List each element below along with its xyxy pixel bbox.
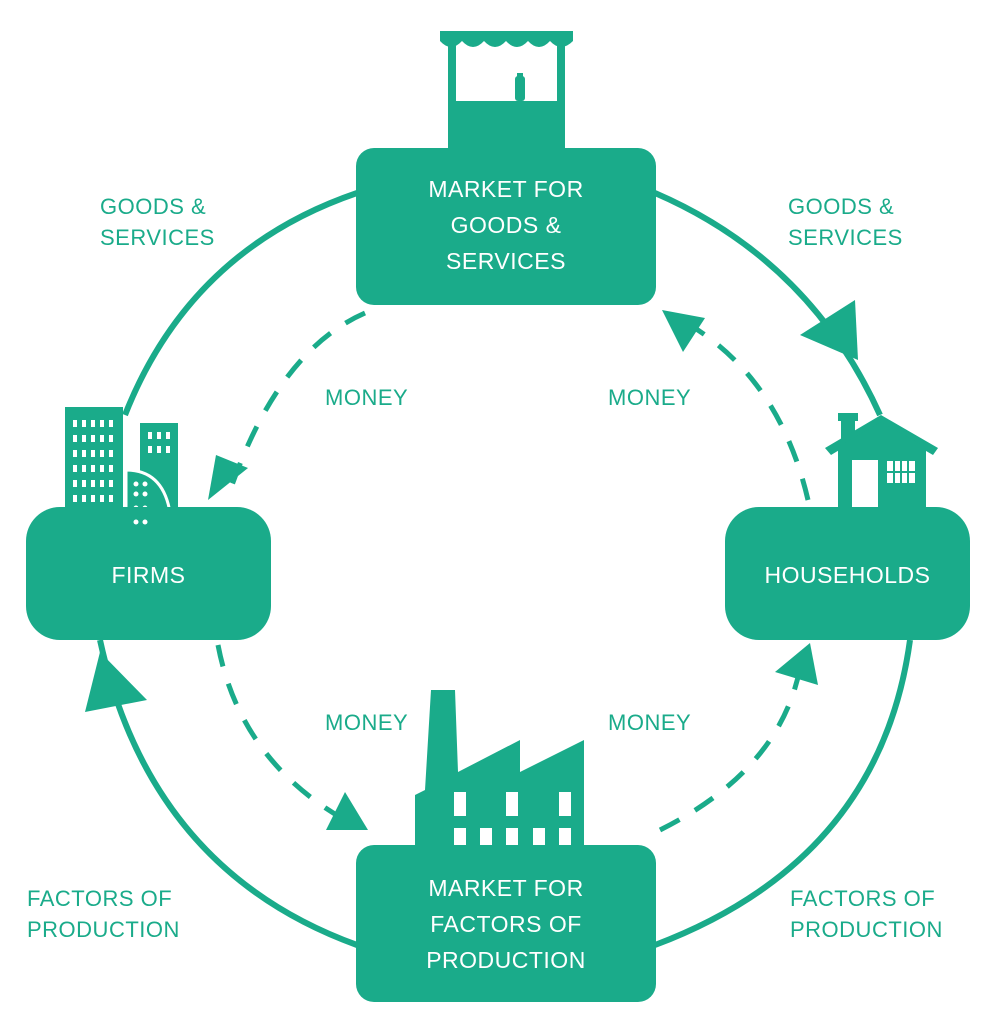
factors-market-label: MARKET FOR FACTORS OF PRODUCTION [426,875,586,973]
goods-market-label: MARKET FOR GOODS & SERVICES [428,176,584,274]
flow-label-goods-right: GOODS & SERVICES [788,194,903,250]
flow-label-money-bottom-left: MONEY [325,710,409,735]
flow-label-factors-right: FACTORS OF PRODUCTION [790,886,943,942]
arrowhead-money-to-factors-market [326,792,368,830]
flow-goods-to-households-arc [653,190,883,417]
arrowhead-goods-to-households [800,300,858,360]
office-buildings-icon [65,407,178,525]
flow-label-money-top-right: MONEY [608,385,692,410]
firms-box [26,507,271,640]
money-flow-goods-to-firms [229,310,366,486]
house-icon [825,413,938,510]
flow-label-goods-left: GOODS & SERVICES [100,194,215,250]
arrowhead-factors-to-firms [85,652,147,712]
arrowhead-money-to-goods-market [662,310,705,352]
market-stall-icon [440,31,573,161]
arrowhead-money-to-firms [208,455,248,500]
flow-label-money-bottom-right: MONEY [608,710,692,735]
flow-factors-to-households-arc [653,639,913,948]
households-label: HOUSEHOLDS [764,562,931,588]
households-box [725,507,970,640]
factory-icon [415,690,584,852]
flow-goods-to-firms-arc [122,190,358,417]
money-flow-households-to-goods [688,322,811,501]
goods-market-box [356,148,656,305]
firms-label: FIRMS [111,562,186,588]
flow-label-factors-left: FACTORS OF PRODUCTION [27,886,180,942]
arrowhead-money-to-households [775,643,818,685]
flow-label-money-top-left: MONEY [325,385,409,410]
money-flow-factors-to-households [658,667,803,833]
factors-market-box [356,845,656,1002]
